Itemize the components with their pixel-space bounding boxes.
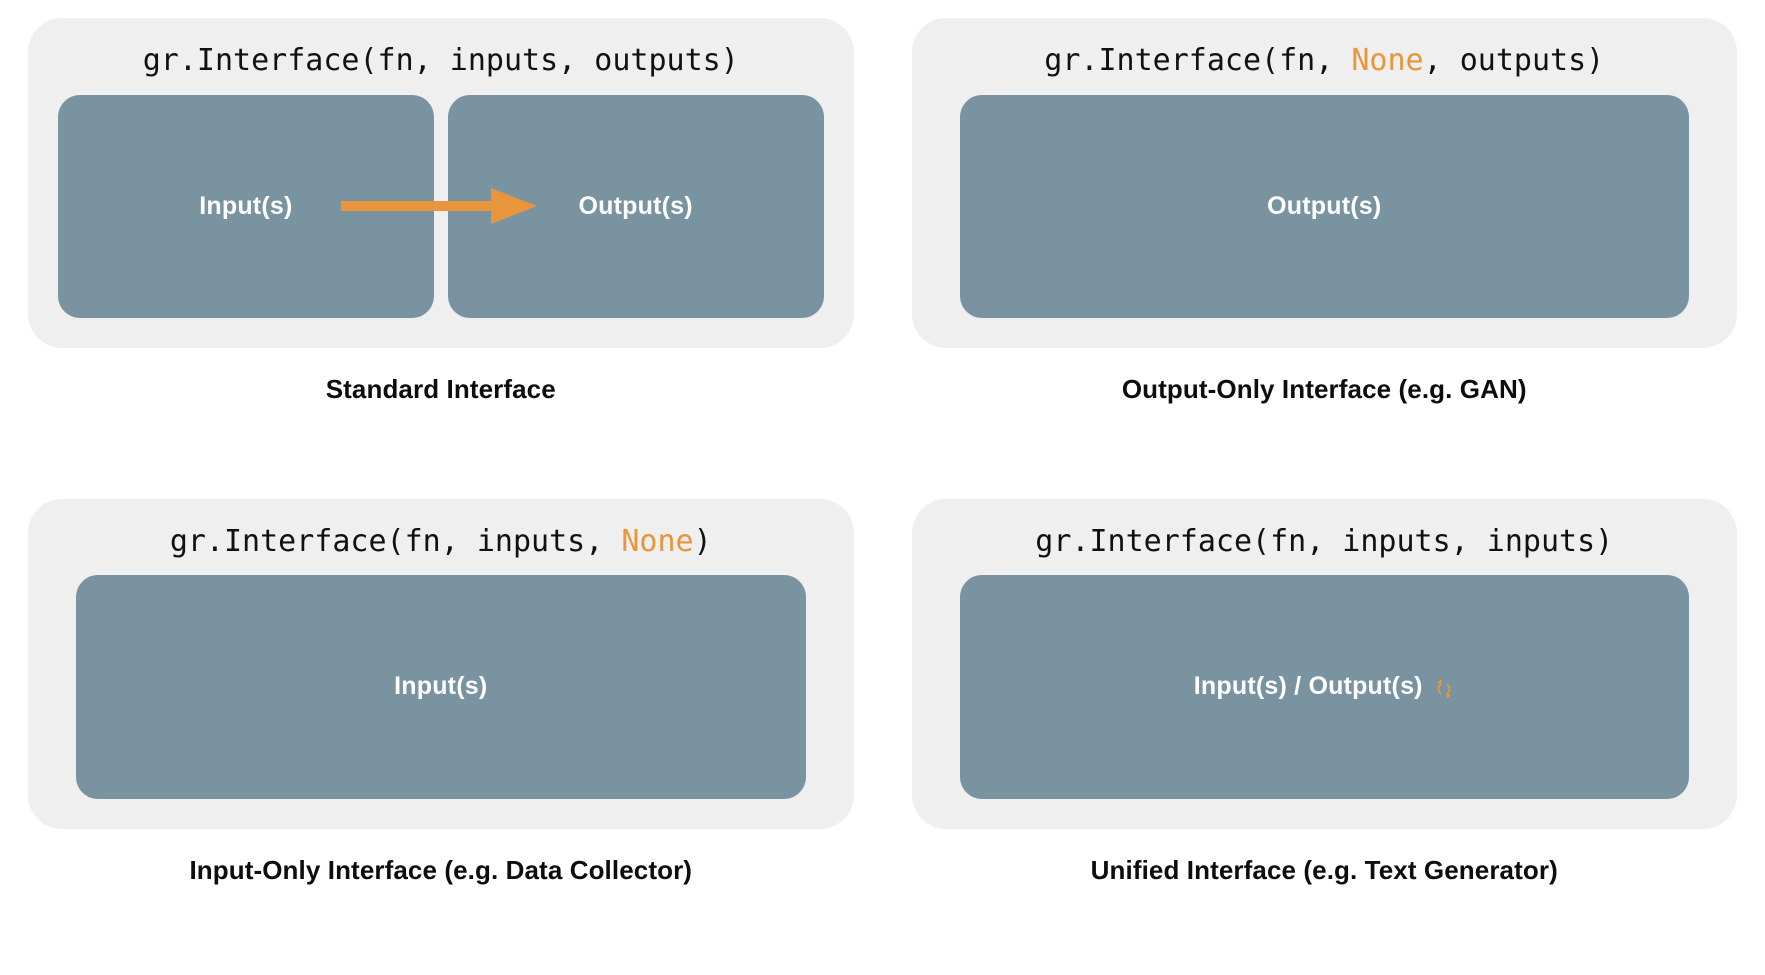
panel-input-only-interface: gr.Interface(fn, inputs, None) Input(s) … — [28, 498, 854, 970]
caption-unified-interface: Unified Interface (e.g. Text Generator) — [1090, 854, 1558, 885]
panel-unified-interface: gr.Interface(fn, inputs, inputs) Input(s… — [911, 498, 1737, 970]
input-output-box[interactable]: Input(s) / Output(s) — [959, 575, 1689, 799]
box-row-standard: Input(s) Output(s) — [58, 94, 824, 318]
output-box-label: Output(s) — [578, 191, 693, 220]
input-box-label: Input(s) — [394, 672, 488, 701]
code-text-after: , outputs) — [1423, 43, 1605, 78]
code-text-before: gr.Interface(fn, — [1044, 43, 1352, 78]
card-standard-interface: gr.Interface(fn, inputs, outputs) Input(… — [28, 18, 854, 348]
code-line-standard: gr.Interface(fn, inputs, outputs) — [142, 43, 739, 79]
code-token-none: None — [621, 523, 694, 559]
caption-output-only-interface: Output-Only Interface (e.g. GAN) — [1121, 374, 1527, 404]
input-box[interactable]: Input(s) — [58, 94, 434, 318]
panel-standard-interface: gr.Interface(fn, inputs, outputs) Input(… — [28, 18, 854, 489]
code-text-after: ) — [693, 523, 712, 559]
cycle-icon — [1433, 678, 1455, 700]
box-row-unified: Input(s) / Output(s) — [942, 575, 1708, 799]
code-text: gr.Interface(fn, inputs, inputs) — [1035, 523, 1614, 559]
card-unified-interface: gr.Interface(fn, inputs, inputs) Input(s… — [911, 498, 1737, 829]
box-row-output-only: Output(s) — [942, 94, 1708, 318]
caption-input-only-interface: Input-Only Interface (e.g. Data Collecto… — [189, 854, 693, 885]
output-box[interactable]: Output(s) — [447, 94, 824, 318]
output-box-label: Output(s) — [1267, 191, 1382, 220]
box-row-input-only: Input(s) — [58, 575, 824, 799]
code-line-unified: gr.Interface(fn, inputs, inputs) — [1035, 523, 1614, 560]
code-line-input-only: gr.Interface(fn, inputs, None) — [169, 523, 712, 560]
input-output-box-label: Input(s) / Output(s) — [1194, 672, 1455, 701]
input-box[interactable]: Input(s) — [76, 575, 806, 799]
code-text: gr.Interface(fn, inputs, outputs) — [142, 43, 739, 78]
output-box[interactable]: Output(s) — [959, 94, 1689, 318]
code-text-before: gr.Interface(fn, inputs, — [169, 523, 622, 559]
card-input-only-interface: gr.Interface(fn, inputs, None) Input(s) — [28, 498, 854, 829]
code-line-output-only: gr.Interface(fn, None, outputs) — [1044, 43, 1605, 79]
input-output-text: Input(s) / Output(s) — [1193, 672, 1423, 701]
caption-standard-interface: Standard Interface — [325, 374, 556, 404]
code-token-none: None — [1351, 43, 1424, 78]
card-output-only-interface: gr.Interface(fn, None, outputs) Output(s… — [911, 18, 1737, 348]
panel-output-only-interface: gr.Interface(fn, None, outputs) Output(s… — [911, 18, 1737, 489]
input-box-label: Input(s) — [199, 191, 293, 220]
